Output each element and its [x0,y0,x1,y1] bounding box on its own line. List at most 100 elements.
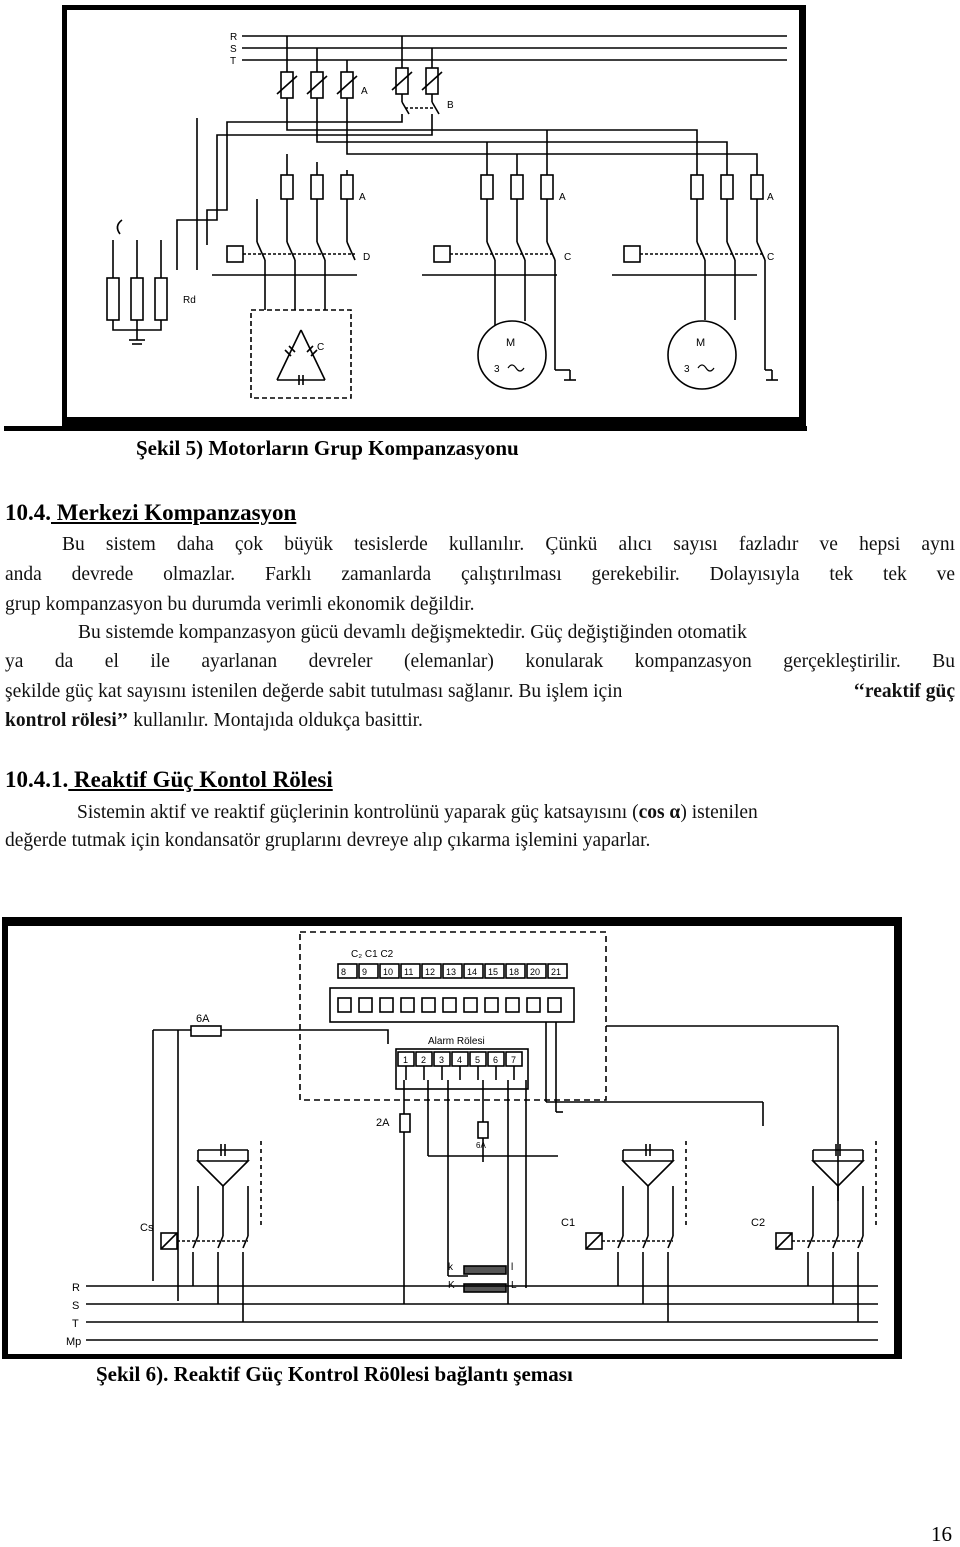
body-line-5: ya da el ile ayarlanan devreler (elemanl… [5,651,955,672]
relay-slot [337,997,352,1013]
terminal-bottom-label: 4 [457,1055,462,1065]
figure-6-caption: Şekil 6). Reaktif Güç Kontrol Rö0lesi ba… [96,1362,573,1386]
relay-slot [442,997,457,1013]
k-upper-label: k [448,1262,454,1273]
rail-s-label: S [72,1300,79,1312]
motor-1 [477,320,576,390]
terminal-top [505,963,526,979]
body-line-7: kontrol rölesi’’ kullanılır. Montajıda o… [5,706,955,736]
subsection-line-1-c: ) istenilen [680,802,758,823]
figure-5-bottom-rule [4,426,807,431]
switch-b-label: B [447,100,454,111]
subsection-line-1-a: Sistemin aktif ve reaktif güçlerinin kon… [77,802,639,823]
terminal-top-label: 15 [488,967,498,977]
fuse-6a-small [477,1121,489,1139]
fuse-2a-label: 2A [376,1117,390,1129]
terminal-top [442,963,463,979]
terminal-top-label: 9 [362,967,367,977]
motor-2 [667,320,778,390]
body-line-3-text: grup kompanzasyon bu durumda verimli eko… [5,594,475,615]
terminal-top [379,963,400,979]
fuse-group-a-top [276,71,358,99]
rail-t-label: T [72,1318,79,1330]
c2-label: C2 [751,1217,765,1229]
alarm-relay-label: Alarm Rölesi [428,1036,485,1047]
motor-1-m-label: M [506,337,515,349]
subsection-line-2: değerde tutmak için kondansatör grupları… [5,830,651,851]
terminal-top-label: 8 [341,967,346,977]
terminal-top [547,963,568,979]
fuse-a-label-mid: A [559,192,566,203]
alarm-relay-box [395,1048,529,1090]
body-line-6-bold: ‘‘reaktif güç [853,681,955,702]
capacitor-group [585,1141,687,1322]
terminal-top-label: 18 [509,967,519,977]
capacitor-delta [621,1160,675,1188]
relay-slot [505,997,520,1013]
fuse-a-label-left: A [359,192,366,203]
terminal-top-label: 13 [446,967,456,977]
terminal-top-label: 14 [467,967,477,977]
terminal-top-label: 12 [425,967,435,977]
terminal-bottom-label: 7 [511,1055,516,1065]
relay-slot [421,997,436,1013]
capacitor-c-label: C [317,342,324,353]
subsection-line-1: Sistemin aktif ve reaktif güçlerinin kon… [77,798,960,828]
page-number: 16 [931,1522,952,1546]
relay-slot [358,997,373,1013]
terminal-top [526,963,547,979]
terminal-top-label: 20 [530,967,540,977]
c1-label: C1 [561,1217,575,1229]
subsection-number: 10.4.1. [5,767,69,792]
phase-t-label: T [230,56,236,67]
capacitor-delta [811,1160,865,1188]
fuse-6a [190,1025,222,1037]
body-line-7-text: kullanılır. Montajıda oldukça basittir. [128,710,423,731]
contactor-c-mid [433,199,556,320]
subsection-heading: 10.4.1. Reaktif Güç Kontol Rölesi [5,767,333,793]
current-transformer-bottom [463,1283,507,1293]
relay-slot [547,997,562,1013]
subsection-title: Reaktif Güç Kontol Rölesi [68,767,333,792]
terminal-top [484,963,505,979]
terminal-top [337,963,358,979]
body-line-1: Bu sistem daha çok büyük tesislerde kull… [62,534,955,555]
l-upper-label: l [511,1262,513,1273]
relay-slot [484,997,499,1013]
relay-slot [463,997,478,1013]
current-transformer-top [463,1265,507,1275]
capacitor-group [160,1141,262,1322]
cos-alpha: cos α [638,802,681,823]
relay-module [329,987,575,1023]
phase-r-label: R [230,32,237,43]
body-line-6: şekilde güç kat sayısını istenilen değer… [5,677,955,707]
relay-slot [400,997,415,1013]
cs-label: Cs [140,1222,154,1234]
body-line-6-text: şekilde güç kat sayısını istenilen değer… [5,681,623,702]
fuse-a-label-right: A [767,192,774,203]
terminal-top [463,963,484,979]
capacitor-groups [160,1141,877,1322]
capacitor-bank-delta [276,329,326,385]
fuse-6a-small-label: 6A [476,1141,486,1150]
contactor-c-mid-label: C [564,252,571,263]
fuse-6a-label: 6A [196,1013,210,1025]
cap-header-label: C₂ C1 C2 [351,949,394,960]
relay-slot [379,997,394,1013]
motor-2-m-label: M [696,337,705,349]
contactor-d-label: D [363,252,370,263]
switch-b [401,94,440,115]
section-title: Merkezi Kompanzasyon [51,500,297,525]
phase-s-label: S [230,44,237,55]
body-line-4: Bu sistemde kompanzasyon gücü devamlı de… [78,622,747,643]
fuse-2a [399,1113,411,1133]
relay-slot [526,997,541,1013]
body-line-2: anda devrede olmazlar. Farklı zamanlarda… [5,564,955,585]
capacitor-group [775,1141,877,1322]
fuse-a-label-top: A [361,86,368,97]
figure-5-group-compensation-diagram: R S T A B [62,5,806,426]
terminal-bottom-label: 1 [403,1055,408,1065]
